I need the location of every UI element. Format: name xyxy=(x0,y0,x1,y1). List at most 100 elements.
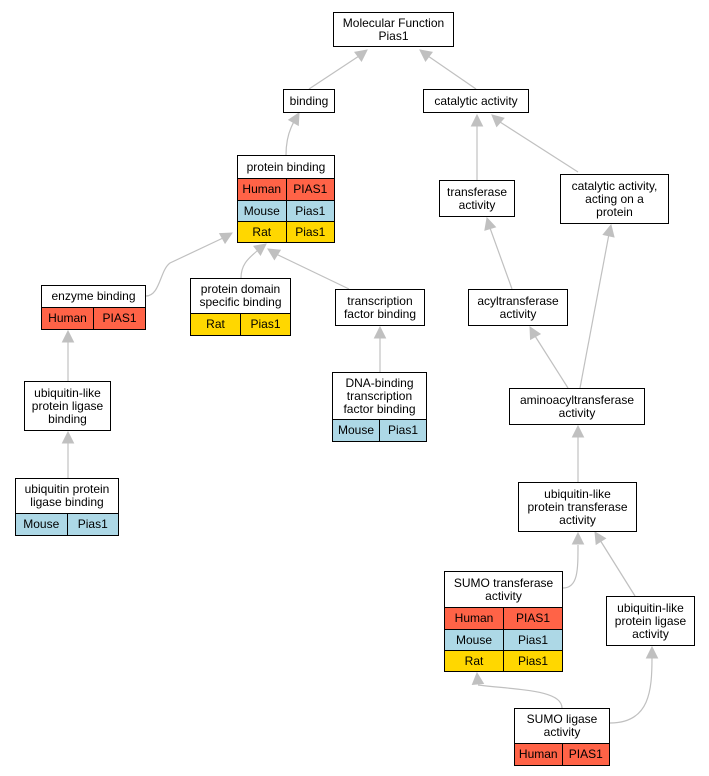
arrowhead-icon xyxy=(471,671,485,685)
node-label: ubiquitin-like protein transferase activ… xyxy=(527,486,628,527)
species-table: Rat Pias1 xyxy=(191,313,290,335)
node-tf-binding: transcription factor binding xyxy=(335,289,425,326)
species-cell: Rat xyxy=(252,224,272,239)
arrowhead-icon xyxy=(602,223,615,238)
node-label: ubiquitin protein ligase binding xyxy=(24,482,110,509)
node-dna-tf-binding: DNA-binding transcription factor binding… xyxy=(332,372,427,442)
edge-line xyxy=(534,335,569,389)
edge-line xyxy=(599,539,636,597)
node-binding: binding xyxy=(283,89,335,113)
edge-enzyme-to-protein xyxy=(145,232,233,297)
node-label: catalytic activity, acting on a protein xyxy=(571,178,658,219)
node-label: aminoacyltransferase activity xyxy=(519,392,635,420)
arrowhead-icon xyxy=(61,329,75,343)
edge-cat-protein-to-catalytic xyxy=(491,114,579,173)
species-cell: Mouse xyxy=(455,632,493,647)
edge-sumo-ligase-to-sumo-transferase xyxy=(471,671,563,709)
species-row: Rat Pias1 xyxy=(238,221,334,242)
species-row: Human PIAS1 xyxy=(42,308,145,329)
species-row: Mouse Pias1 xyxy=(238,200,334,221)
gene-cell: PIAS1 xyxy=(503,608,562,629)
species-cell: Human xyxy=(454,611,494,625)
edge-line xyxy=(562,544,579,589)
edge-line xyxy=(477,684,563,709)
gene-cell: Pias1 xyxy=(285,201,335,221)
species-table: Mouse Pias1 xyxy=(16,513,118,535)
edge-line xyxy=(489,227,513,290)
edge-line xyxy=(240,249,259,279)
edge-ubl-transferase-to-aminoacyl xyxy=(571,424,585,482)
node-label: SUMO transferase activity xyxy=(453,575,554,603)
species-row: Human PIAS1 xyxy=(445,608,562,629)
edge-line xyxy=(609,656,653,724)
arrowhead-icon xyxy=(218,232,233,245)
node-molecular-function: Molecular Function Pias1 xyxy=(333,12,454,47)
edge-sumo-transferase-to-ubl xyxy=(562,531,585,589)
edge-line xyxy=(145,237,224,297)
edge-dna-tf-to-tf xyxy=(373,325,387,372)
arrowhead-icon xyxy=(253,243,267,256)
gene-cell: Pias1 xyxy=(379,420,426,441)
edge-domain-to-protein xyxy=(240,243,267,279)
node-label: protein binding xyxy=(246,159,326,174)
node-label: binding xyxy=(289,93,329,108)
edge-aminoacyl-to-acyl xyxy=(529,326,569,389)
edge-line xyxy=(499,121,579,173)
species-cell: Rat xyxy=(464,653,484,668)
gene-cell: Pias1 xyxy=(66,514,119,535)
node-label: enzyme binding xyxy=(51,289,136,303)
edge-line xyxy=(285,119,296,156)
arrowhead-icon xyxy=(484,216,497,231)
node-ubl-ligase-activity: ubiquitin-like protein ligase activity xyxy=(606,596,695,646)
node-acyltransferase: acyltransferase activity xyxy=(468,289,568,326)
node-label: SUMO ligase activity xyxy=(526,712,598,739)
arrowhead-icon xyxy=(529,326,542,341)
node-label: DNA-binding transcription factor binding xyxy=(343,375,416,416)
species-cell: Mouse xyxy=(23,517,60,531)
species-row: Rat Pias1 xyxy=(191,314,290,335)
edge-catalytic-to-mf xyxy=(419,49,477,90)
arrowhead-icon xyxy=(571,531,585,545)
node-catalytic-activity: catalytic activity xyxy=(423,89,529,113)
gene-cell: Pias1 xyxy=(503,651,562,671)
arrowhead-icon xyxy=(61,430,75,444)
arrowhead-icon xyxy=(287,112,300,127)
species-cell: Mouse xyxy=(337,423,375,437)
gene-cell: PIAS1 xyxy=(93,308,145,329)
edge-line xyxy=(579,233,610,389)
arrowhead-icon xyxy=(571,424,585,438)
species-row: Mouse Pias1 xyxy=(445,629,562,650)
gene-cell: PIAS1 xyxy=(561,744,610,765)
node-label: ubiquitin-like protein ligase activity xyxy=(614,600,687,641)
species-cell: Mouse xyxy=(243,203,280,218)
edge-line xyxy=(308,55,360,90)
edge-ubl-ligase-act-to-ubl xyxy=(594,531,636,597)
species-cell: Human xyxy=(48,311,87,325)
edge-sumo-ligase-to-ubl-ligase-act xyxy=(609,645,659,724)
gene-cell: Pias1 xyxy=(285,222,335,242)
edge-protein-binding-to-binding xyxy=(285,112,300,156)
arrowhead-icon xyxy=(419,49,433,62)
gene-cell: Pias1 xyxy=(503,630,562,650)
gene-cell: PIAS1 xyxy=(285,179,335,200)
edge-ub-ligase-binding-to-ubl xyxy=(61,430,75,478)
species-cell: Rat xyxy=(206,317,225,331)
species-cell: Human xyxy=(518,747,558,761)
species-table: Mouse Pias1 xyxy=(333,419,426,441)
edge-line xyxy=(427,55,477,90)
node-label: protein domain specific binding xyxy=(199,282,282,309)
node-label: ubiquitin-like protein ligase binding xyxy=(31,385,104,426)
species-cell: Human xyxy=(242,182,282,196)
gene-cell: Pias1 xyxy=(240,314,290,335)
node-label: Molecular Function Pias1 xyxy=(342,15,445,43)
arrowhead-icon xyxy=(594,531,607,546)
